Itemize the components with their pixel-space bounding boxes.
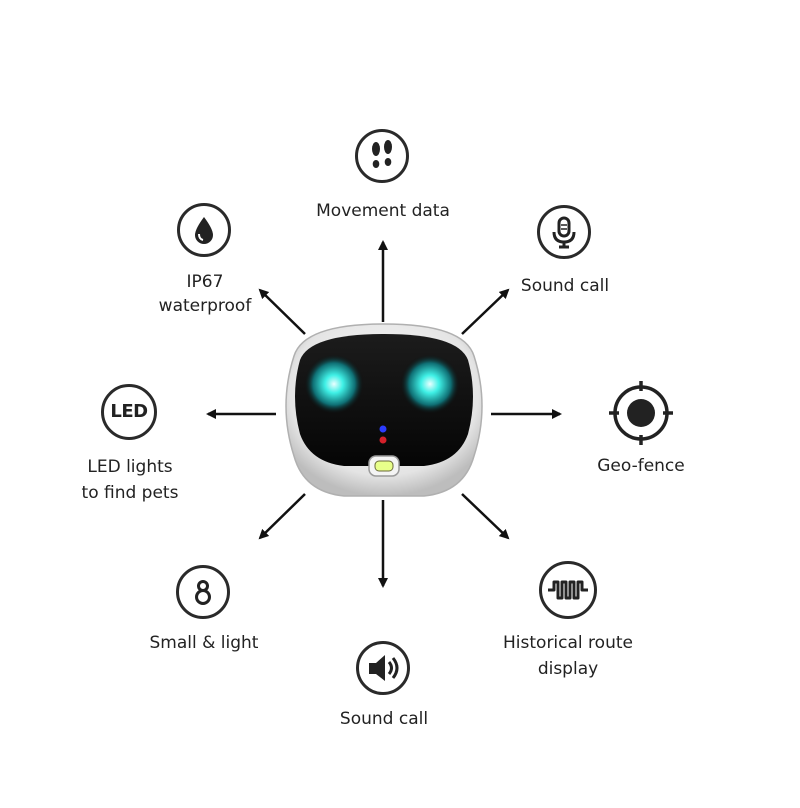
arrow-down-left — [258, 493, 306, 540]
figure-eight-icon — [195, 580, 211, 605]
gps-tracker-device — [285, 323, 483, 497]
blue-indicator-light — [379, 425, 387, 433]
red-indicator-light — [379, 436, 387, 444]
movement-icon-circle — [355, 129, 409, 183]
arrow-down-right — [461, 493, 510, 540]
small-light-icon-circle — [176, 565, 230, 619]
small-light-label: Small & light — [149, 633, 259, 653]
led-label-line2: to find pets — [81, 483, 179, 503]
speaker-icon — [369, 655, 399, 681]
left-eye-light — [304, 354, 364, 414]
waveform-icon — [548, 580, 588, 600]
microphone-icon — [552, 216, 576, 249]
led-label: LED lights to find pets — [60, 454, 200, 506]
sound-call-bottom-icon-circle — [356, 641, 410, 695]
arrow-up-left — [258, 288, 306, 335]
waterproof-icon-circle — [177, 203, 231, 257]
waterproof-label: IP67 waterproof — [140, 270, 270, 318]
route-label-line2: display — [537, 659, 599, 679]
route-icon-circle — [539, 561, 597, 619]
waterproof-label-line1: IP67 — [186, 272, 224, 292]
arrow-up-right — [461, 288, 510, 335]
led-label-line1: LED lights — [87, 457, 173, 477]
route-label-line1: Historical route — [503, 633, 633, 653]
geofence-icon — [606, 378, 676, 448]
sound-call-top-icon-circle — [537, 205, 591, 259]
flashlight-led — [374, 460, 394, 472]
sound-call-top-label: Sound call — [520, 276, 610, 296]
waterproof-label-line2: waterproof — [158, 296, 252, 316]
route-label: Historical route display — [487, 630, 649, 682]
water-drop-icon — [195, 217, 213, 244]
right-eye-light — [400, 354, 460, 414]
led-icon-circle: LED — [101, 384, 157, 440]
led-icon: LED — [110, 401, 148, 422]
geofence-label: Geo-fence — [597, 456, 685, 476]
footprints-icon — [372, 140, 392, 168]
movement-label: Movement data — [316, 201, 450, 221]
sound-call-bottom-label: Sound call — [339, 709, 429, 729]
